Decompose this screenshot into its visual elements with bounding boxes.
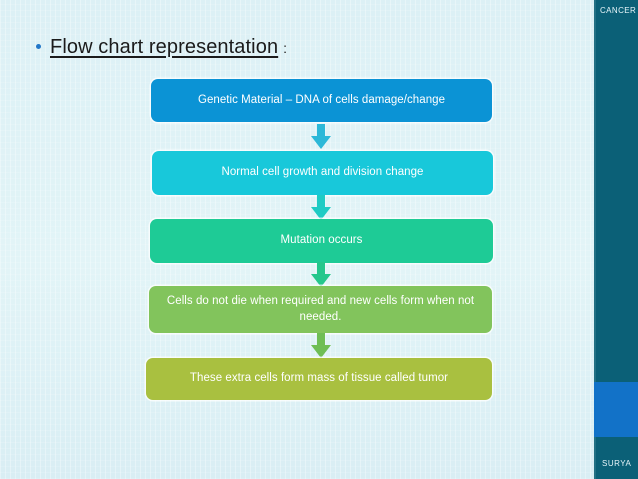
sidebar-seam: [594, 0, 596, 479]
flow-step-4: Cells do not die when required and new c…: [149, 286, 492, 333]
bullet-dot-icon: [36, 44, 41, 49]
down-arrow-icon-2: [310, 195, 332, 221]
right-sidebar: CANCER SURYA: [594, 0, 638, 479]
flow-step-1-label: Genetic Material – DNA of cells damage/c…: [197, 93, 446, 106]
flow-step-3-label: Mutation occurs: [280, 234, 363, 247]
flow-chart: Genetic Material – DNA of cells damage/c…: [146, 79, 493, 400]
flow-step-2: Normal cell growth and division change: [152, 151, 493, 195]
sidebar-accent-block: [594, 382, 638, 437]
heading-colon: :: [283, 40, 288, 56]
down-arrow-icon-4: [310, 333, 332, 359]
sidebar-title: CANCER: [600, 6, 637, 15]
flow-step-2-label: Normal cell growth and division change: [221, 166, 424, 179]
sidebar-author-label: SURYA: [602, 459, 632, 468]
down-arrow-icon-3: [310, 262, 332, 288]
flow-step-5-label: These extra cells form mass of tissue ca…: [189, 372, 449, 385]
down-arrow-icon-1: [310, 124, 332, 150]
page-title: Flow chart representation :: [36, 36, 287, 59]
flow-step-1: Genetic Material – DNA of cells damage/c…: [151, 79, 492, 122]
flow-step-4-label: Cells do not die when required and new c…: [166, 294, 475, 323]
flow-step-3: Mutation occurs: [150, 219, 493, 263]
heading-label: Flow chart representation: [50, 36, 279, 58]
flow-step-5: These extra cells form mass of tissue ca…: [146, 358, 492, 400]
